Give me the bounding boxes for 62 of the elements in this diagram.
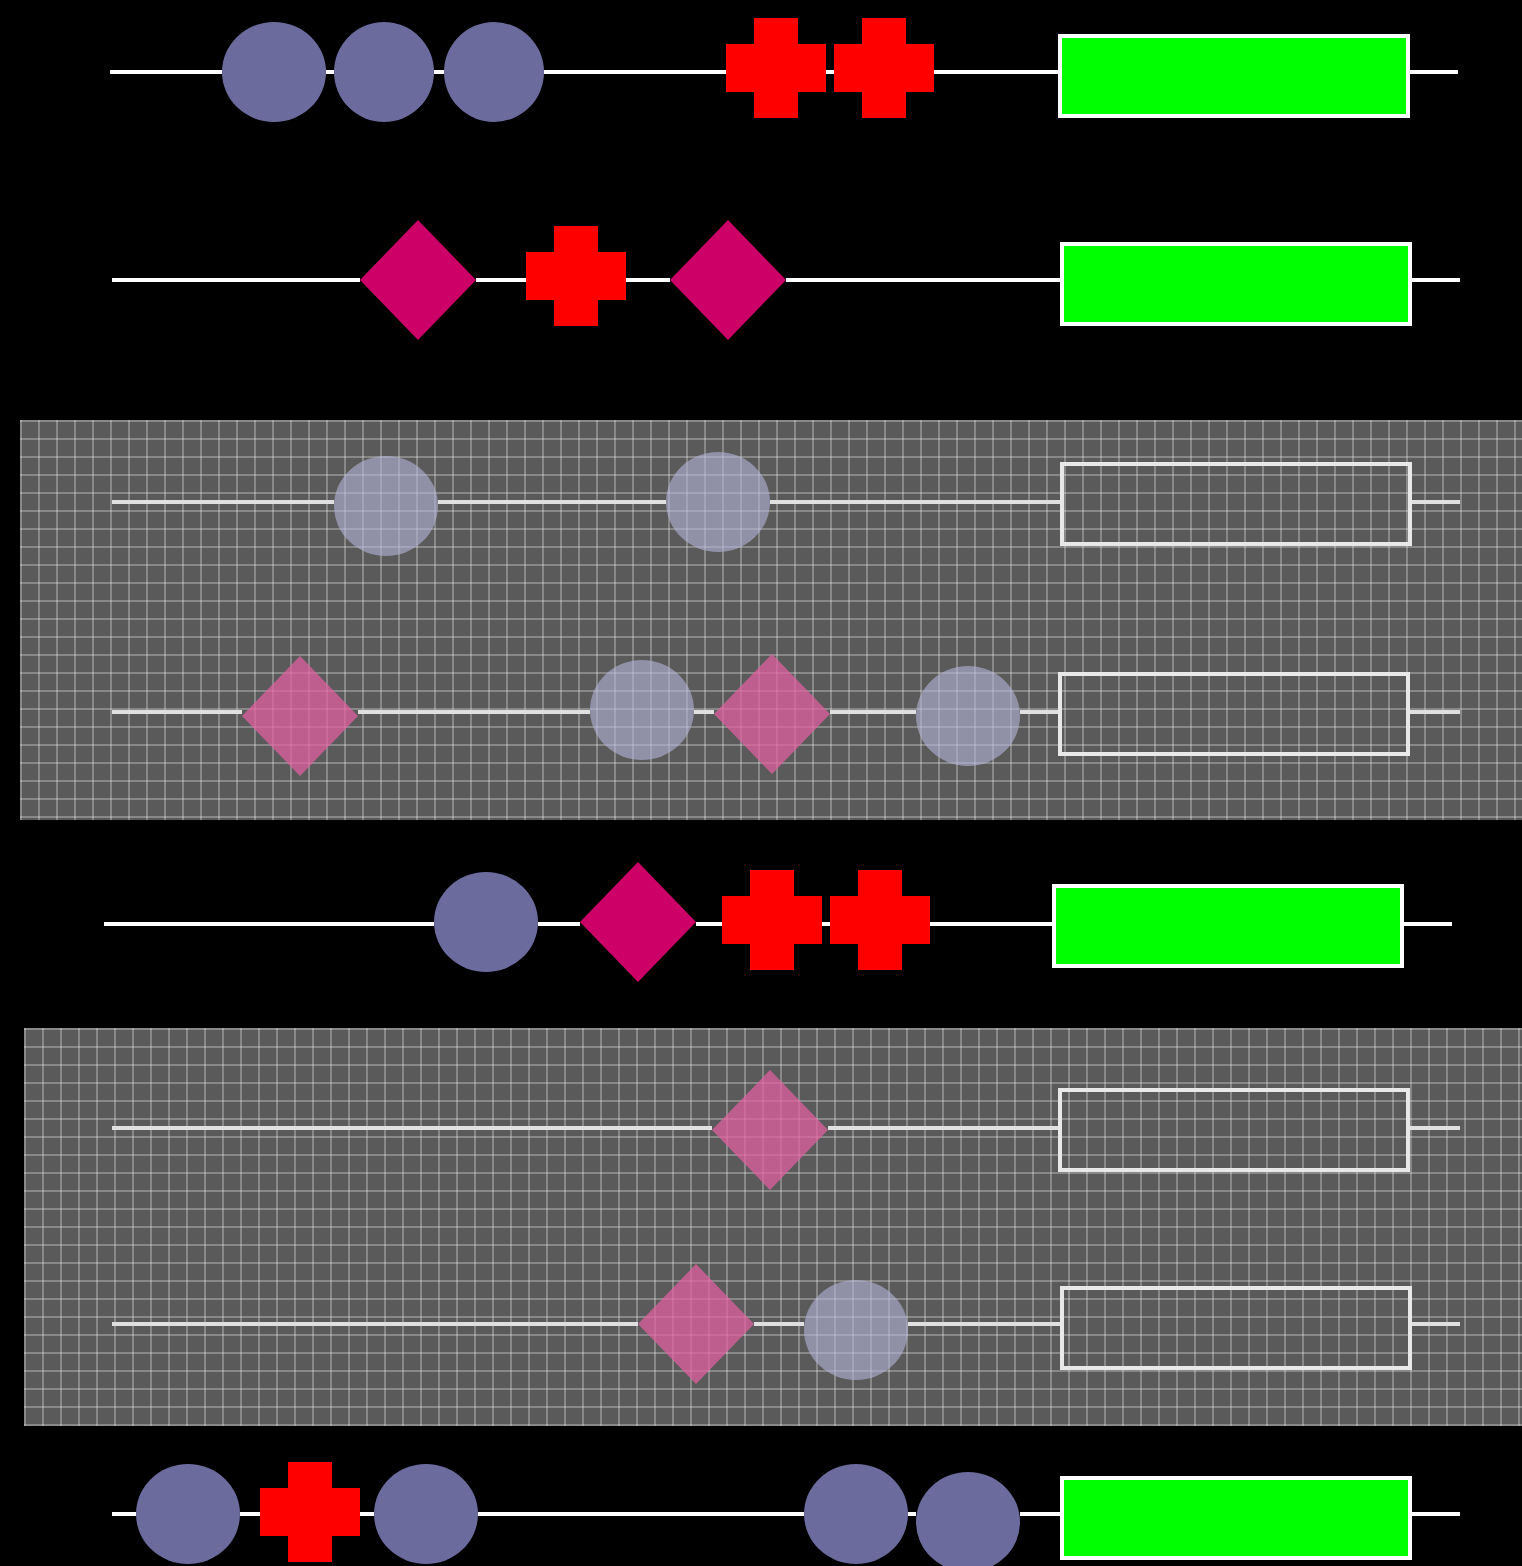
cross-node: [260, 1462, 360, 1562]
connector-line: [434, 70, 444, 74]
diamond-node: [580, 862, 696, 982]
connector-line: [1020, 1512, 1060, 1516]
circle-node: [916, 1472, 1020, 1566]
box-node: [1060, 1286, 1412, 1370]
connector-line: [786, 278, 1060, 282]
circle-node: [136, 1464, 240, 1564]
connector-line: [326, 70, 334, 74]
circle-node: [334, 456, 438, 556]
connector-line: [544, 70, 726, 74]
connector-line: [694, 710, 714, 714]
diamond-node: [360, 220, 476, 340]
connector-line: [828, 1126, 1058, 1130]
circle-node: [334, 22, 434, 122]
diamond-node: [670, 220, 786, 340]
connector-line: [538, 922, 580, 926]
connector-line: [696, 922, 722, 926]
diamond-node: [712, 1070, 828, 1190]
cross-node: [526, 226, 626, 326]
connector-line: [476, 278, 526, 282]
band-panel: [20, 420, 1522, 820]
box-node: [1052, 884, 1404, 968]
box-node: [1060, 1476, 1412, 1560]
connector-line: [826, 70, 834, 74]
connector-line: [626, 278, 670, 282]
box-node: [1058, 34, 1410, 118]
band-panel: [24, 1028, 1522, 1426]
connector-line: [240, 1512, 260, 1516]
circle-node: [434, 872, 538, 972]
diamond-node: [714, 654, 830, 774]
connector-line: [770, 500, 1060, 504]
circle-node: [590, 660, 694, 760]
connector-line: [908, 1512, 916, 1516]
cross-node: [834, 18, 934, 118]
diamond-node: [242, 656, 358, 776]
connector-line: [438, 500, 666, 504]
connector-line: [358, 710, 590, 714]
connector-line: [830, 710, 916, 714]
box-node: [1058, 672, 1410, 756]
connector-line: [934, 70, 1058, 74]
cross-node: [726, 18, 826, 118]
cross-node: [830, 870, 930, 970]
connector-line: [908, 1322, 1060, 1326]
diamond-node: [638, 1264, 754, 1384]
circle-node: [374, 1464, 478, 1564]
box-node: [1058, 1088, 1410, 1172]
box-node: [1060, 462, 1412, 546]
connector-line: [478, 1512, 804, 1516]
cross-node: [722, 870, 822, 970]
connector-line: [360, 1512, 374, 1516]
connector-line: [1020, 710, 1058, 714]
circle-node: [804, 1464, 908, 1564]
circle-node: [916, 666, 1020, 766]
box-node: [1060, 242, 1412, 326]
circle-node: [222, 22, 326, 122]
circle-node: [444, 22, 544, 122]
connector-line: [930, 922, 1052, 926]
connector-line: [822, 922, 830, 926]
circle-node: [804, 1280, 908, 1380]
connector-line: [754, 1322, 804, 1326]
circle-node: [666, 452, 770, 552]
